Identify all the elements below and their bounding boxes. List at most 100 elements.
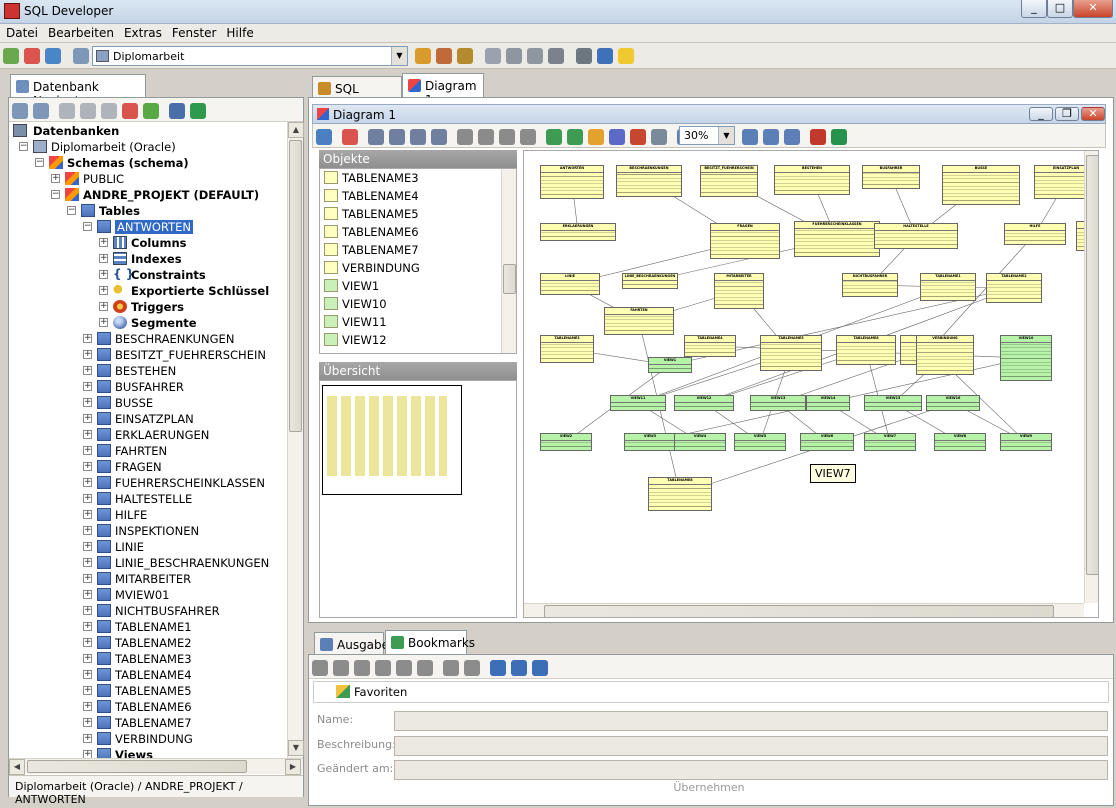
diagram-view[interactable]: VIEW16 — [926, 395, 980, 411]
diagram-view[interactable]: VIEW3 — [624, 433, 676, 451]
canvas-horizontal-scrollbar[interactable] — [524, 603, 1084, 617]
object-item[interactable]: TABLENAME5 — [320, 205, 516, 223]
expand-toggle[interactable]: + — [83, 637, 92, 647]
tab-bookmarks[interactable]: Bookmarks — [385, 630, 475, 655]
expand-toggle[interactable]: + — [83, 749, 92, 758]
scroll-thumb[interactable] — [289, 140, 302, 432]
collapse-toggle[interactable]: − — [51, 189, 60, 199]
diagram-view[interactable]: VIEW8 — [934, 433, 986, 451]
overview-viewport[interactable] — [322, 385, 462, 495]
delete-icon[interactable] — [122, 103, 138, 119]
tree-constraints[interactable]: Constraints — [131, 268, 206, 282]
diagram-table[interactable]: FAHRTEN — [604, 307, 674, 335]
lightbulb-icon[interactable] — [618, 48, 634, 64]
scroll-thumb[interactable] — [544, 605, 1054, 617]
svg-export-icon[interactable] — [810, 129, 826, 145]
menu-hilfe[interactable]: Hilfe — [226, 26, 254, 40]
collapse-icon[interactable] — [169, 103, 185, 119]
db-export-icon[interactable] — [45, 48, 61, 64]
collapse-toggle[interactable]: − — [83, 221, 92, 231]
expand-toggle[interactable]: + — [83, 701, 92, 711]
zoom-selection-icon[interactable] — [763, 129, 779, 145]
diagram-table[interactable]: ANTWORTEN — [540, 165, 604, 199]
object-item[interactable]: VIEW1 — [320, 277, 516, 295]
tree-table-antworten[interactable]: ANTWORTEN — [115, 220, 193, 234]
expand-toggle[interactable]: + — [83, 413, 92, 423]
line-color-icon[interactable] — [651, 129, 667, 145]
diagram-minimize-button[interactable]: _ — [1029, 107, 1053, 121]
tree-triggers[interactable]: Triggers — [131, 300, 184, 314]
sync-icon[interactable] — [190, 103, 206, 119]
scroll-left-icon[interactable]: ◀ — [9, 759, 25, 775]
expand-toggle[interactable]: + — [83, 509, 92, 519]
scroll-thumb[interactable] — [1086, 155, 1098, 575]
menu-datei[interactable]: Datei — [6, 26, 39, 40]
object-item[interactable]: VIEW10 — [320, 295, 516, 313]
copy-icon[interactable] — [375, 660, 391, 676]
expand-toggle[interactable]: + — [51, 173, 60, 183]
changed-field[interactable] — [394, 760, 1108, 780]
expand-toggle[interactable]: + — [83, 333, 92, 343]
diagram-restore-button[interactable]: ❐ — [1055, 107, 1079, 121]
expand-toggle[interactable]: + — [83, 525, 92, 535]
add-icon[interactable] — [143, 103, 159, 119]
diagram-table[interactable]: BESCHRAENKUNGEN — [616, 165, 682, 197]
collapse-toggle[interactable]: − — [35, 157, 44, 167]
tree-connection[interactable]: Diplomarbeit (Oracle) — [51, 140, 176, 154]
expand-toggle[interactable]: + — [99, 253, 108, 263]
paste-icon[interactable] — [396, 660, 412, 676]
tab-datenbank-navigator[interactable]: Datenbank Navigator — [10, 74, 146, 108]
diagram-view[interactable]: VIEW12 — [674, 395, 734, 411]
diagram-table[interactable]: TABLENAME1 — [920, 273, 976, 301]
expand-toggle[interactable]: + — [83, 621, 92, 631]
index-icon[interactable] — [101, 103, 117, 119]
tree-views[interactable]: Views — [115, 748, 153, 758]
expand-toggle[interactable]: + — [83, 589, 92, 599]
maximize-button[interactable]: □ — [1047, 0, 1073, 18]
tree-segments[interactable]: Segmente — [131, 316, 197, 330]
collapse-toggle[interactable]: − — [67, 205, 76, 215]
diagram-table[interactable]: TABLENAME5 — [760, 335, 822, 371]
expand-toggle[interactable]: + — [83, 429, 92, 439]
snap-icon[interactable] — [478, 129, 494, 145]
delete-connection-icon[interactable] — [24, 48, 40, 64]
fill-color-icon[interactable] — [630, 129, 646, 145]
zoom-reset-icon[interactable] — [784, 129, 800, 145]
scroll-right-icon[interactable]: ▶ — [285, 759, 301, 775]
diagram-table[interactable]: LINIE_BESCHRAENKUNGEN — [622, 273, 678, 289]
cut-icon[interactable] — [354, 660, 370, 676]
diagram-table[interactable]: TABLENAME6 — [836, 335, 896, 365]
diagram-table[interactable]: ERKLAERUNGEN — [540, 223, 616, 241]
delete-icon[interactable] — [417, 660, 433, 676]
delete-icon[interactable] — [342, 129, 358, 145]
filter-icon[interactable] — [33, 103, 49, 119]
find-icon[interactable] — [576, 48, 592, 64]
run-icon[interactable] — [485, 48, 501, 64]
diagram-close-button[interactable]: ✕ — [1081, 107, 1105, 121]
png-export-icon[interactable] — [831, 129, 847, 145]
object-item[interactable]: TABLENAME7 — [320, 241, 516, 259]
sql-worksheet-icon[interactable] — [73, 48, 89, 64]
layout-icon[interactable] — [389, 129, 405, 145]
expand-toggle[interactable]: + — [83, 573, 92, 583]
align-icon[interactable] — [499, 129, 515, 145]
save-icon[interactable] — [316, 129, 332, 145]
diagram-table[interactable]: FUEHRERSCHEINKLASSEN — [794, 221, 880, 257]
diagram-view[interactable]: VIEW11 — [610, 395, 666, 411]
move-up-icon[interactable] — [546, 129, 562, 145]
diagram-view[interactable]: VIEW7 — [864, 433, 916, 451]
expand-toggle[interactable]: + — [83, 733, 92, 743]
favorites-item[interactable]: Favoriten — [354, 685, 408, 699]
diagram-view[interactable]: VIEW15 — [864, 395, 922, 411]
diagram-table[interactable]: MITARBEITER — [714, 273, 764, 309]
diagram-view[interactable]: VIEW1 — [648, 357, 692, 373]
expand-toggle[interactable]: + — [99, 269, 108, 279]
expand-toggle[interactable]: + — [83, 365, 92, 375]
tree-schemas[interactable]: Schemas (schema) — [67, 156, 189, 170]
diagram-view[interactable]: VIEW6 — [800, 433, 854, 451]
expand-toggle[interactable]: + — [83, 541, 92, 551]
menu-bearbeiten[interactable]: Bearbeiten — [48, 26, 114, 40]
edit-icon[interactable] — [436, 48, 452, 64]
diagram-table[interactable]: BUSSE — [942, 165, 1020, 205]
object-item[interactable]: VIEW11 — [320, 313, 516, 331]
